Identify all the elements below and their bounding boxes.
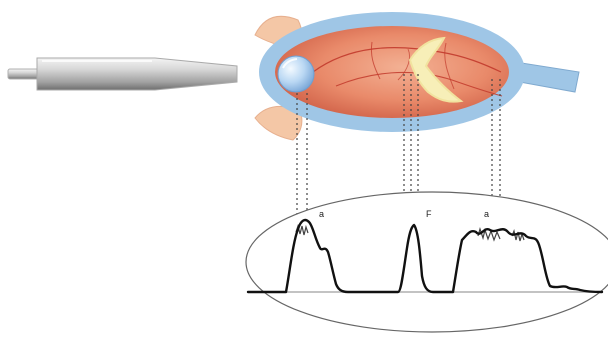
peak-label-middle: F bbox=[426, 209, 432, 219]
a-scan-waveform-icon: a F a bbox=[246, 192, 608, 332]
peak-label-right: a bbox=[484, 209, 489, 219]
eyeball-icon bbox=[255, 16, 579, 140]
ultrasound-probe-icon bbox=[8, 58, 237, 90]
peak-label-left: a bbox=[319, 209, 324, 219]
